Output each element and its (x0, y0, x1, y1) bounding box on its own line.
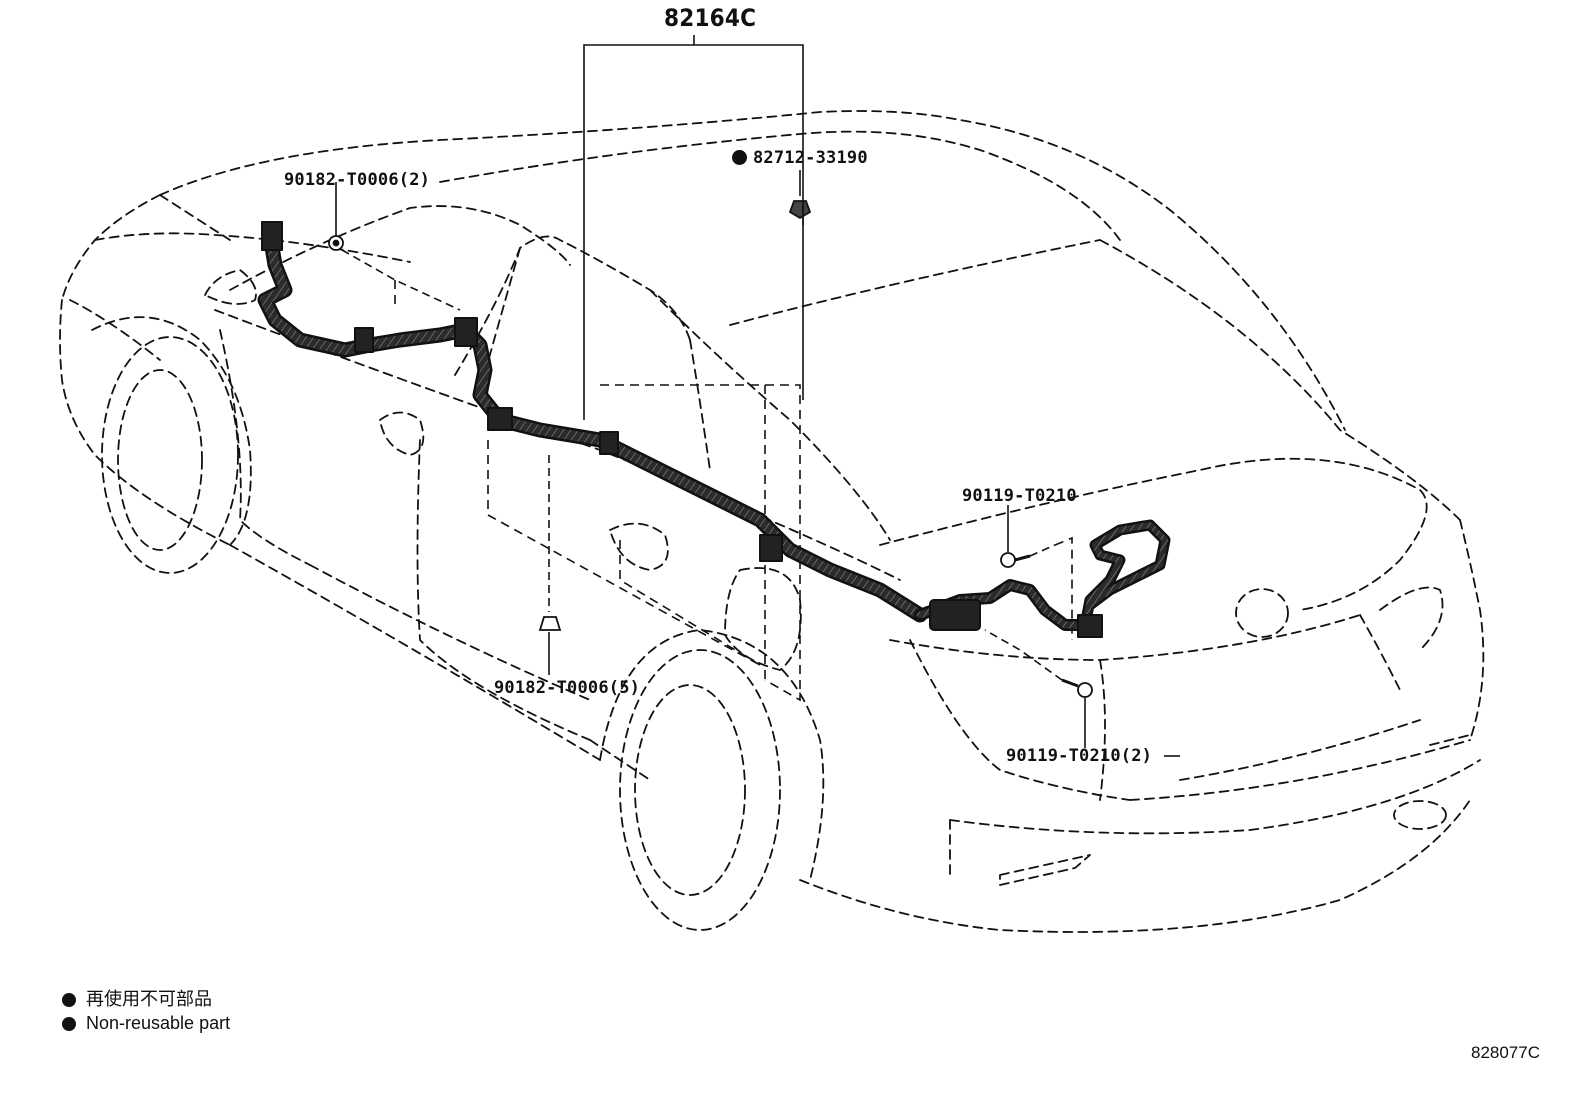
clip-front-icon (328, 235, 344, 251)
legend-item-english: Non-reusable part (62, 1013, 230, 1034)
legend-dot-icon (62, 993, 76, 1007)
legend-dot-icon (62, 1017, 76, 1031)
reference-code: 828077C (1470, 1043, 1540, 1062)
callout-clip-front: 90182-T0006(2) (284, 170, 430, 190)
clip-roof-icon (788, 200, 812, 220)
callout-text: 90182-T0006(5) (494, 678, 641, 698)
clip-floor-icon (538, 616, 562, 631)
callout-text: 90119-T0210 (962, 486, 1077, 506)
non-reusable-dot-icon (732, 150, 747, 165)
callout-bolt-trunk: 90119-T0210 (962, 486, 1077, 506)
leader-lines (335, 35, 1180, 757)
callout-bolt-rear: 90119-T0210(2) (1006, 746, 1152, 766)
car-body-outline (59, 110, 1485, 933)
legend-item-japanese: 再使用不可部品 (62, 985, 212, 1011)
wire-harness-82164c (257, 221, 1171, 638)
legend-text: Non-reusable part (86, 1013, 231, 1033)
bolt-trunk-icon (1000, 552, 1031, 568)
fasteners (328, 200, 1093, 698)
callout-text: 82712-33190 (753, 148, 868, 168)
bolt-rear-icon (1061, 678, 1093, 698)
callout-text: 90119-T0210(2) (1006, 746, 1153, 766)
main-part-label: 82164C (664, 4, 757, 32)
legend-text: 再使用不可部品 (86, 989, 212, 1009)
callout-text: 90182-T0006(2) (284, 170, 431, 190)
callout-clip-roof: 82712-33190 (732, 148, 868, 168)
callout-clip-floor: 90182-T0006(5) (494, 678, 640, 698)
detail-frames (394, 280, 1073, 702)
